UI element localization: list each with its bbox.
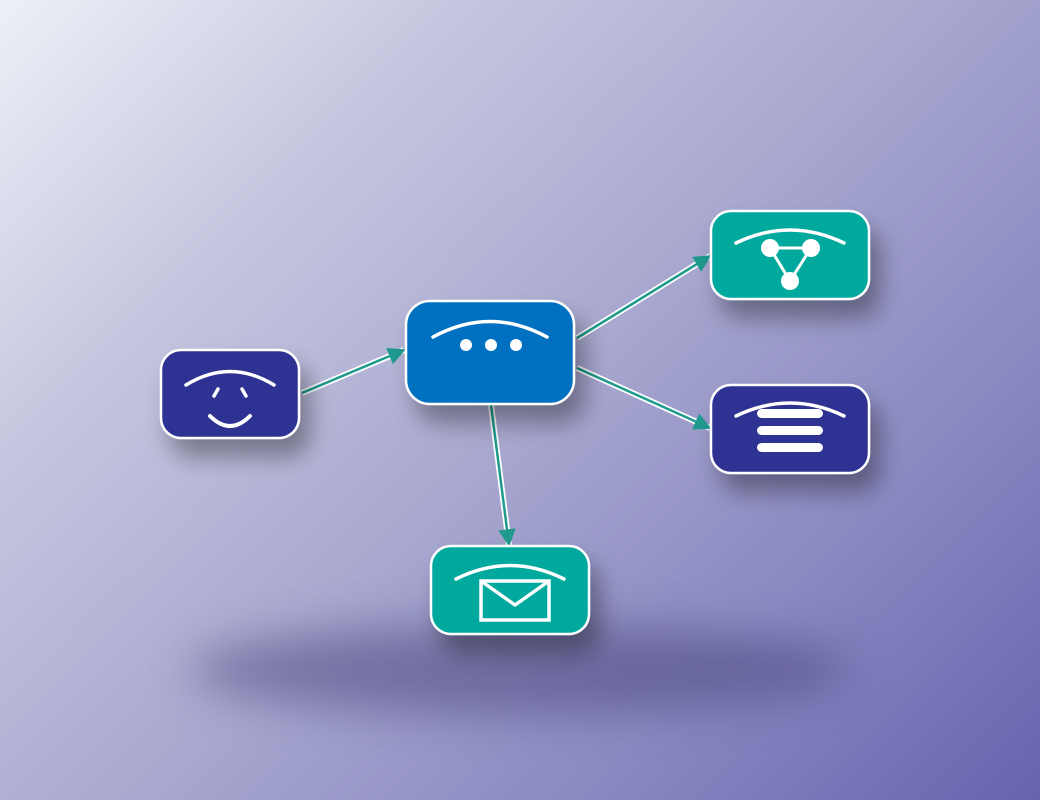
ground-shadow [190, 625, 850, 715]
list-icon [734, 401, 846, 452]
node-network[interactable] [709, 209, 871, 301]
node-mail[interactable] [429, 544, 591, 636]
node-list[interactable] [709, 383, 871, 475]
mail-icon [454, 563, 566, 622]
edges [300, 253, 712, 547]
node-hub[interactable] [404, 299, 576, 406]
network-icon [734, 228, 846, 290]
smiley-icon [184, 369, 276, 428]
dots-icon [431, 319, 549, 351]
node-user[interactable] [159, 348, 301, 440]
